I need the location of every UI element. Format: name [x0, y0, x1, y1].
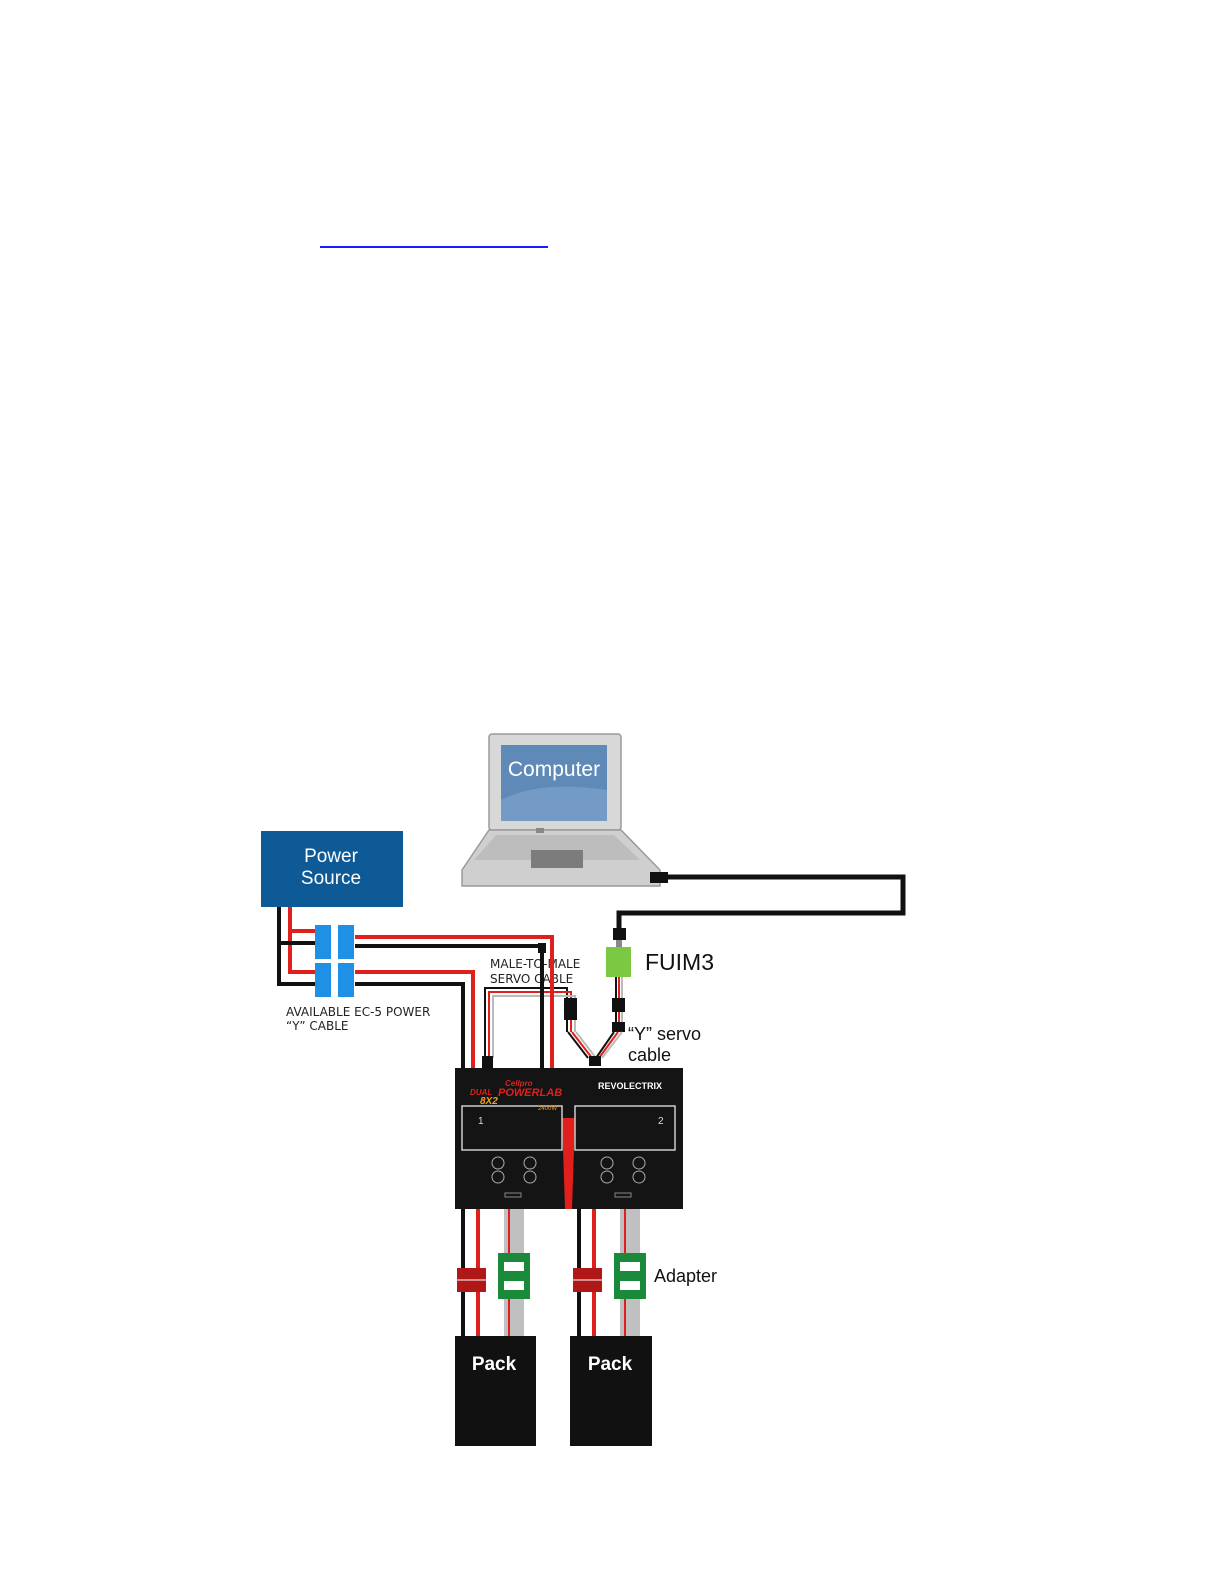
charger-product-model: 8X2 [480, 1096, 498, 1107]
fuim3-label: FUIM3 [645, 949, 714, 975]
laptop-hinge [536, 828, 544, 833]
pack2-label: Pack [588, 1354, 633, 1375]
charger-maker: REVOLECTRIX [598, 1081, 662, 1091]
servo-connector-charger [482, 1056, 493, 1068]
power-source: Power Source [261, 831, 403, 907]
dual-powerlab-charger: 1 2 Cellpro DUAL POWERLAB 8X2 REVOLECTRI… [455, 1068, 683, 1209]
male-to-male-servo-cable: MALE-TO-MALE SERVO CABLE [482, 957, 580, 1068]
computer-label: Computer [508, 758, 600, 781]
fuim3-box [606, 947, 631, 977]
power-source-label-line2: Source [301, 868, 361, 889]
usb-plug-fuim [613, 928, 626, 940]
fuim3-module: FUIM3 [606, 940, 714, 977]
y-servo-connector [589, 1056, 601, 1066]
ec5-connector-3 [315, 963, 331, 997]
charger-product-name: POWERLAB [498, 1087, 562, 1099]
battery-pack-2: Pack [570, 1336, 652, 1446]
pack2-leads [573, 1209, 646, 1336]
usb-cable-line [619, 877, 903, 932]
adapter-label: Adapter [654, 1266, 717, 1286]
pack1-box [455, 1336, 536, 1446]
battery-pack-1: Pack [455, 1336, 536, 1446]
ec5-label-line2: “Y” CABLE [286, 1019, 348, 1033]
y-servo-label-line1: “Y” servo [628, 1024, 701, 1044]
servo-cable-label-line2: SERVO CABLE [490, 972, 573, 986]
usb-cable [613, 872, 903, 940]
servo-connector-fuim [612, 998, 625, 1012]
pack2-box [570, 1336, 652, 1446]
ec5-connector-2 [338, 925, 354, 959]
y-servo-label-line2: cable [628, 1045, 671, 1065]
y-servo-cable: “Y” servo cable [568, 1024, 701, 1066]
channel1-number: 1 [478, 1116, 484, 1127]
pack1-label: Pack [472, 1354, 517, 1375]
laptop-computer: Computer [462, 734, 660, 886]
ec5-label-line1: AVAILABLE EC-5 POWER [286, 1005, 430, 1019]
usb-plug [650, 872, 668, 883]
fuim3-port [616, 940, 622, 947]
power-source-label-line1: Power [304, 846, 359, 867]
laptop-touchpad [531, 850, 583, 868]
ec5-connector-4 [338, 963, 354, 997]
servo-connector-upper [564, 998, 577, 1012]
fuim-servo-lead [612, 977, 625, 1032]
servo-cable-label-line1: MALE-TO-MALE [490, 957, 580, 971]
charger-output-power: 2400W [538, 1106, 557, 1112]
ec5-connector-1 [315, 925, 331, 959]
pack1-leads [457, 1209, 530, 1336]
channel2-number: 2 [658, 1116, 664, 1127]
